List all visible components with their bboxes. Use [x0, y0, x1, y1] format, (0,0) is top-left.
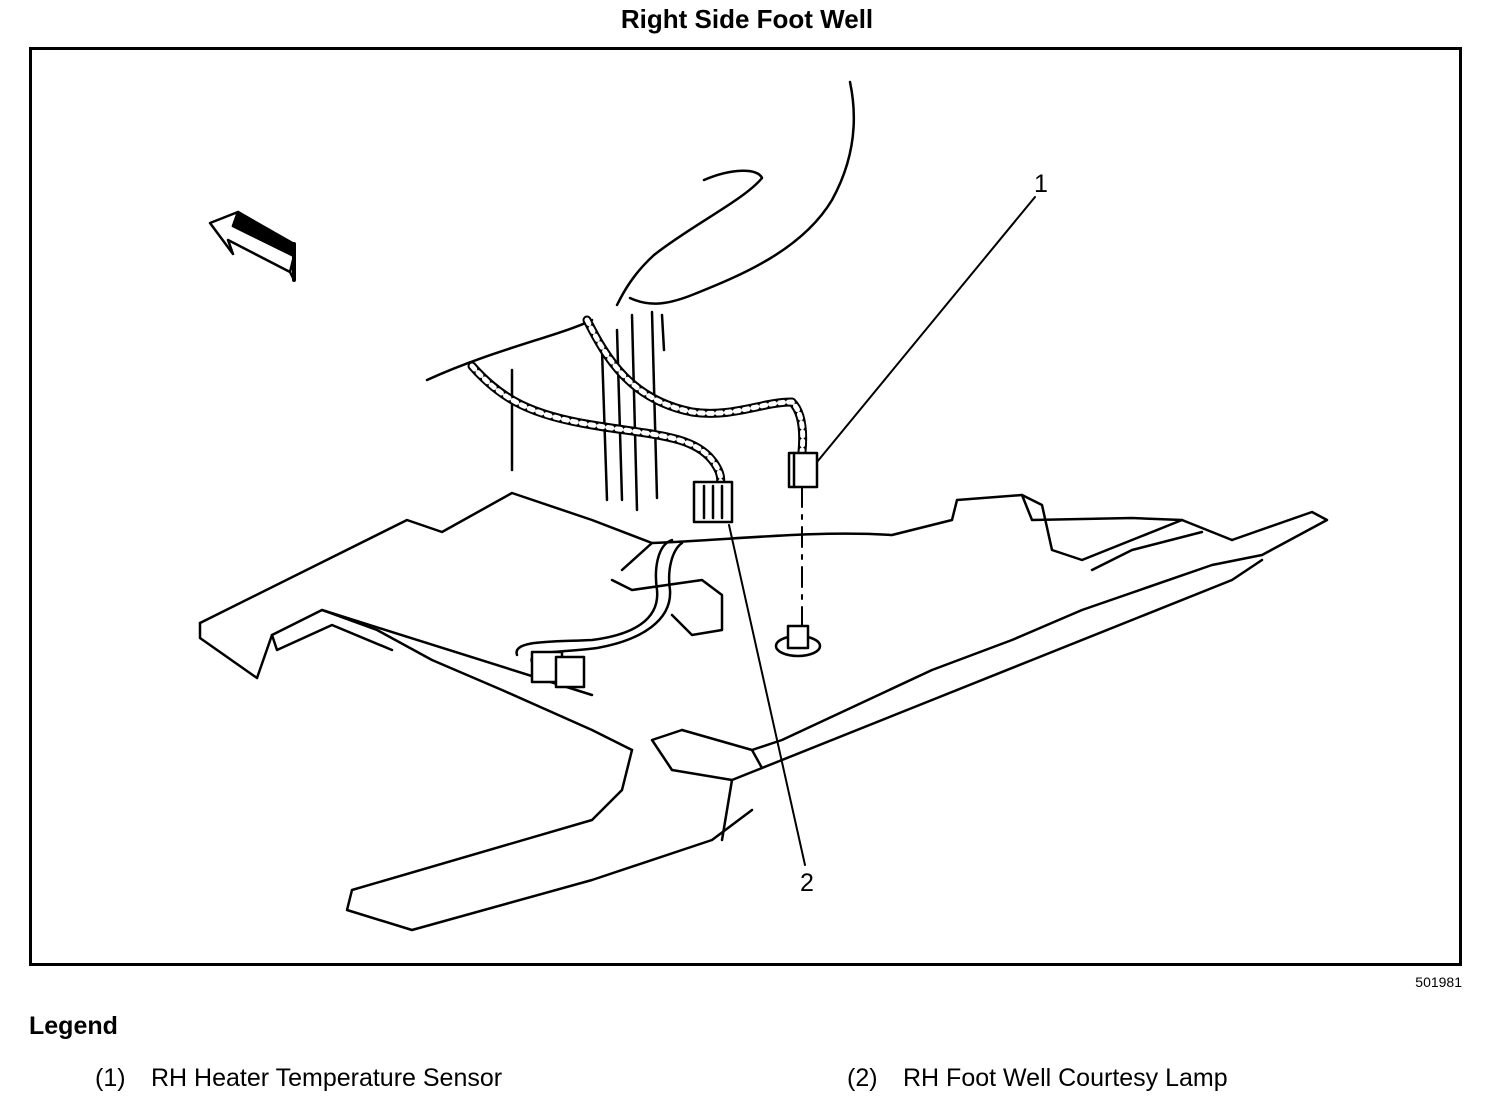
legend-item: (1) RH Heater Temperature Sensor [95, 1064, 502, 1093]
courtesy-lamp-connector [692, 480, 734, 524]
diagram-title: Right Side Foot Well [620, 4, 874, 34]
figure-id: 501981 [1415, 974, 1462, 990]
legend-item-label: RH Foot Well Courtesy Lamp [903, 1064, 1228, 1092]
dash-panel-outline [425, 80, 856, 512]
callout-2: 2 [800, 869, 814, 897]
callout-1-leader [816, 196, 1036, 463]
legend-item-number: (2) [847, 1064, 878, 1092]
legend-item: (2) RH Foot Well Courtesy Lamp [847, 1064, 1228, 1093]
floor-pan-outline [198, 491, 1329, 932]
courtesy-lamp-assembly [515, 538, 684, 689]
callout-1: 1 [1034, 170, 1048, 198]
foot-well-illustration: 1 2 [198, 80, 1329, 932]
diagram-frame: 1 2 [29, 47, 1462, 966]
heater-temperature-sensor-connector [774, 451, 822, 658]
legend-heading: Legend [29, 1012, 118, 1040]
forward-arrow-icon [208, 210, 296, 282]
callout-2-leader [728, 524, 806, 866]
wiring-harness [467, 315, 808, 490]
legend-item-number: (1) [95, 1064, 126, 1092]
legend-item-label: RH Heater Temperature Sensor [151, 1064, 503, 1092]
